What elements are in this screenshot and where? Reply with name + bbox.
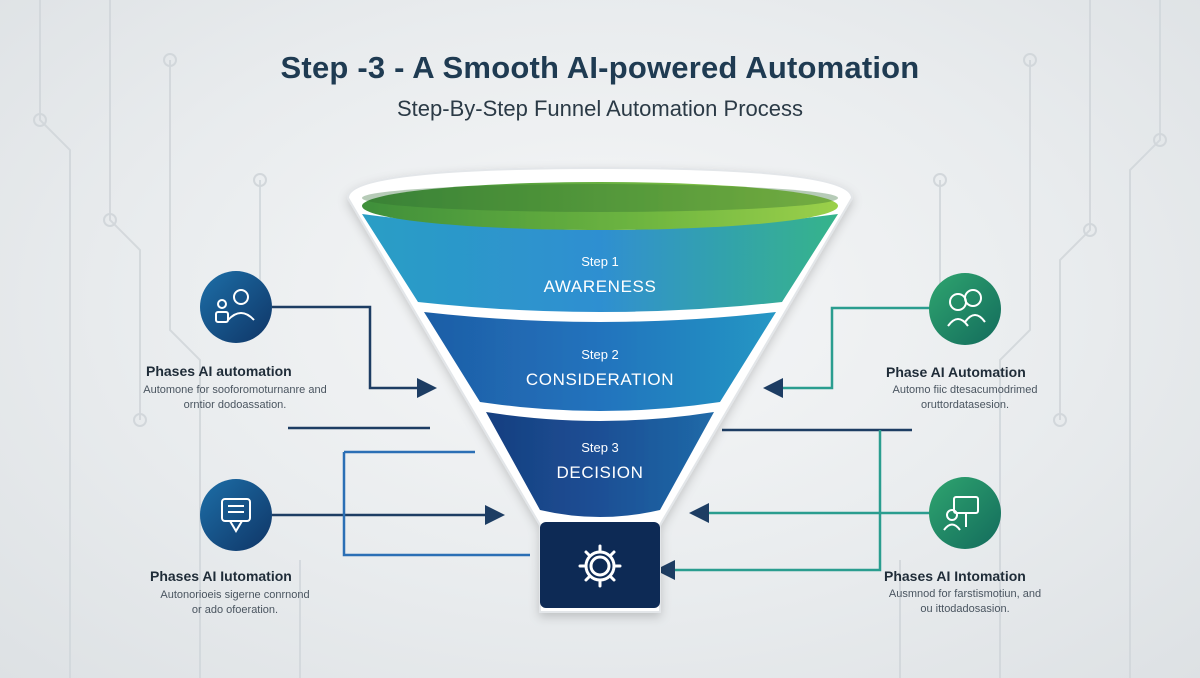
funnel-stage-decision xyxy=(486,412,714,517)
funnel-stage-1-label: Step 1 AWARENESS xyxy=(500,254,700,297)
left-top-connector xyxy=(272,305,437,398)
right-bottom-connector xyxy=(655,430,930,580)
stage-step: Step 1 xyxy=(581,254,619,269)
presenter-icon xyxy=(929,477,1001,549)
stage-step: Step 2 xyxy=(581,347,619,362)
funnel-stage-consideration xyxy=(424,312,776,411)
gear-icon xyxy=(578,544,622,588)
funnel-stage-3-label: Step 3 DECISION xyxy=(500,440,700,483)
stage-step: Step 3 xyxy=(581,440,619,455)
stage-name: AWARENESS xyxy=(543,277,657,296)
phase-title-left-bottom: Phases AI Iutomation xyxy=(150,568,292,584)
stage-name: DECISION xyxy=(556,463,644,482)
right-top-connector xyxy=(763,306,930,398)
stage-name: CONSIDERATION xyxy=(525,370,675,389)
phase-desc-left-bottom: Autonorioeis sigerne conrnond or ado ofo… xyxy=(160,589,310,616)
page-title: Step -3 - A Smooth AI-powered Automation xyxy=(280,50,920,85)
page-subtitle: Step-By-Step Funnel Automation Process xyxy=(397,96,803,121)
people-icon xyxy=(200,271,272,343)
phase-title-left-top: Phases AI automation xyxy=(146,363,292,379)
phase-title-right-top: Phase AI Automation xyxy=(886,364,1026,380)
phase-title-right-bottom: Phases AI Intomation xyxy=(884,568,1026,584)
funnel-base xyxy=(540,522,660,608)
checklist-icon xyxy=(200,479,272,551)
phase-desc-left-top: Automone for sooforomoturnanre and ornti… xyxy=(143,384,327,411)
left-loop-connector xyxy=(342,450,530,557)
funnel xyxy=(346,166,854,613)
phase-desc-right-top: Automo fiic dtesacumodrimed oruttordatas… xyxy=(892,384,1038,411)
funnel-stage-awareness xyxy=(362,214,838,312)
funnel-stage-2-label: Step 2 CONSIDERATION xyxy=(500,347,700,390)
phase-desc-right-bottom: Ausmnod for farstismotiun, and ou ittoda… xyxy=(888,588,1042,615)
faces-icon xyxy=(929,273,1001,345)
